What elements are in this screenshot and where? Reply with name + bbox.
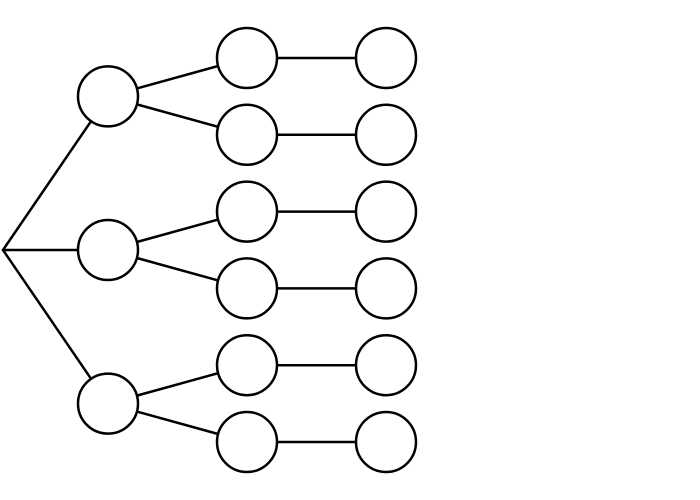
edge-root-a	[1, 119, 93, 252]
edge-b-b2	[135, 256, 220, 282]
node-c2x	[354, 410, 418, 474]
edge-a-a1	[135, 64, 220, 90]
node-c1	[215, 333, 279, 397]
node-a2	[215, 103, 279, 167]
node-b1x	[354, 180, 418, 243]
node-b1	[215, 180, 279, 243]
node-a1	[215, 26, 279, 90]
tree-edges	[1, 56, 358, 444]
node-c2	[215, 410, 279, 474]
node-c1x	[354, 333, 418, 397]
node-c	[76, 372, 140, 435]
edge-b-b1	[135, 218, 220, 244]
edge-a-a2	[135, 103, 220, 129]
tree-nodes	[76, 26, 418, 474]
node-a2x	[354, 103, 418, 167]
node-b	[76, 218, 140, 282]
edge-root-c	[1, 248, 93, 381]
node-b2	[215, 257, 279, 320]
edge-c-c1	[135, 371, 220, 397]
node-b2x	[354, 257, 418, 320]
node-a	[76, 65, 140, 128]
edge-c-c2	[135, 410, 220, 436]
node-a1x	[354, 26, 418, 90]
